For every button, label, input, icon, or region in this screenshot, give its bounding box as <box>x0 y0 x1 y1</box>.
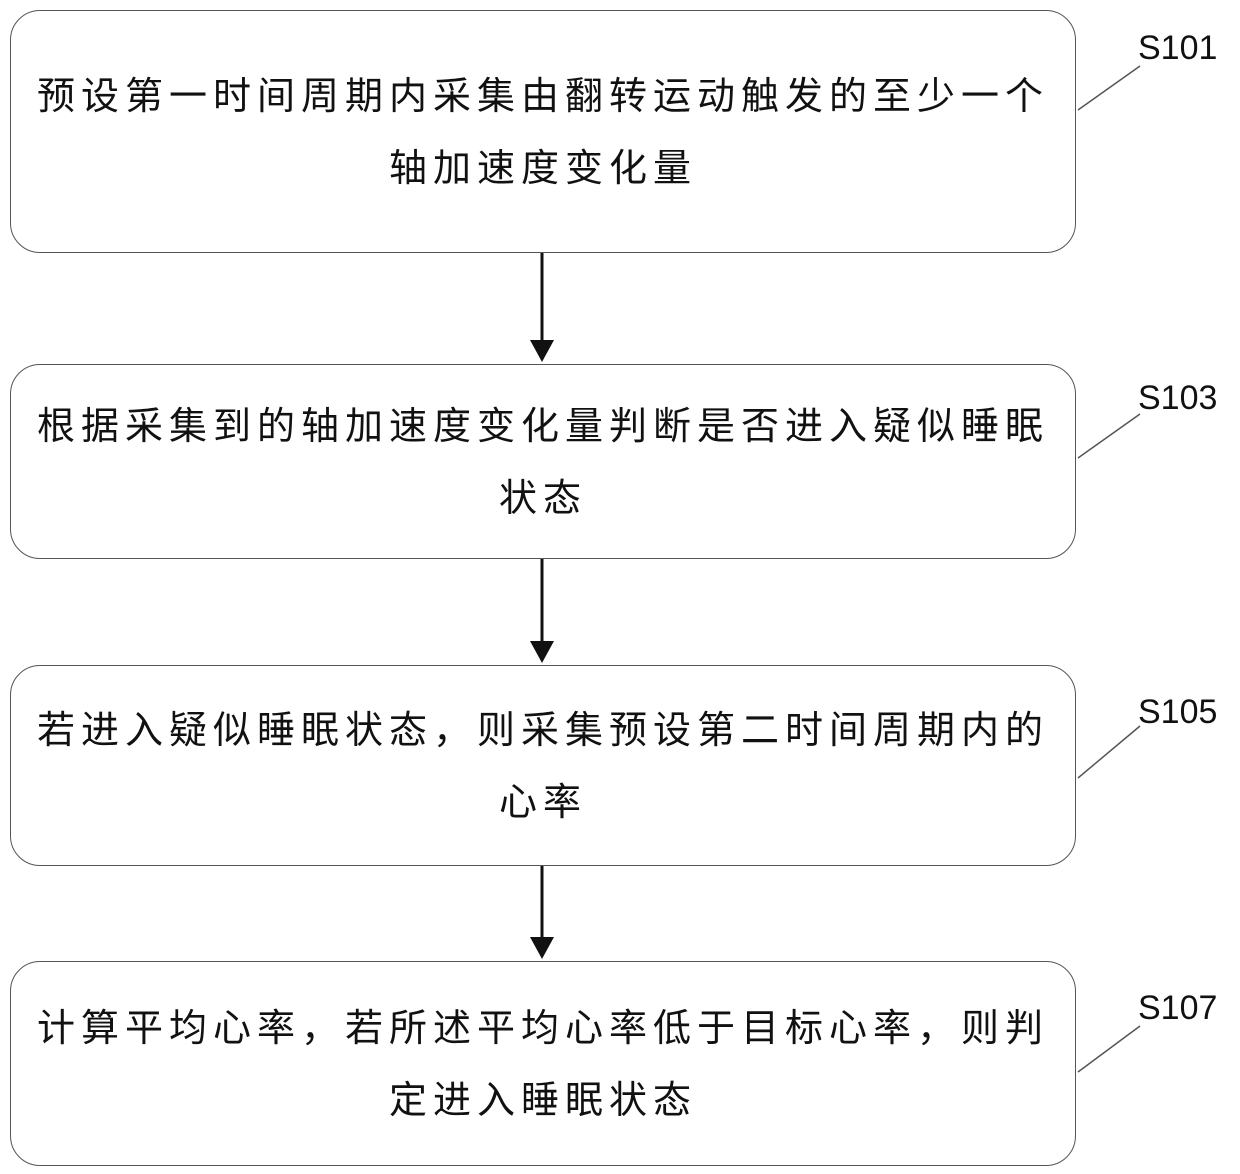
flow-arrow-3 <box>530 866 554 959</box>
step-text-s107: 计算平均心率，若所述平均心率低于目标心率，则判定进入睡眠状态 <box>28 992 1058 1136</box>
step-text-s101: 预设第一时间周期内采集由翻转运动触发的至少一个轴加速度变化量 <box>28 60 1058 204</box>
step-label-s101: S101 <box>1138 28 1217 68</box>
leader-line-s105 <box>1078 726 1140 778</box>
flow-arrow-2 <box>530 559 554 663</box>
leader-line-s103 <box>1078 414 1140 458</box>
flow-arrow-1 <box>530 253 554 362</box>
step-box-s107: 计算平均心率，若所述平均心率低于目标心率，则判定进入睡眠状态 <box>10 961 1076 1166</box>
step-label-s107: S107 <box>1138 988 1217 1028</box>
step-label-s103: S103 <box>1138 378 1217 418</box>
leader-line-s101 <box>1078 66 1140 110</box>
step-text-s105: 若进入疑似睡眠状态，则采集预设第二时间周期内的心率 <box>28 694 1058 838</box>
step-box-s103: 根据采集到的轴加速度变化量判断是否进入疑似睡眠状态 <box>10 364 1076 559</box>
step-text-s103: 根据采集到的轴加速度变化量判断是否进入疑似睡眠状态 <box>28 390 1058 534</box>
step-box-s105: 若进入疑似睡眠状态，则采集预设第二时间周期内的心率 <box>10 665 1076 866</box>
step-label-s105: S105 <box>1138 692 1217 732</box>
step-box-s101: 预设第一时间周期内采集由翻转运动触发的至少一个轴加速度变化量 <box>10 10 1076 253</box>
leader-line-s107 <box>1078 1026 1140 1072</box>
